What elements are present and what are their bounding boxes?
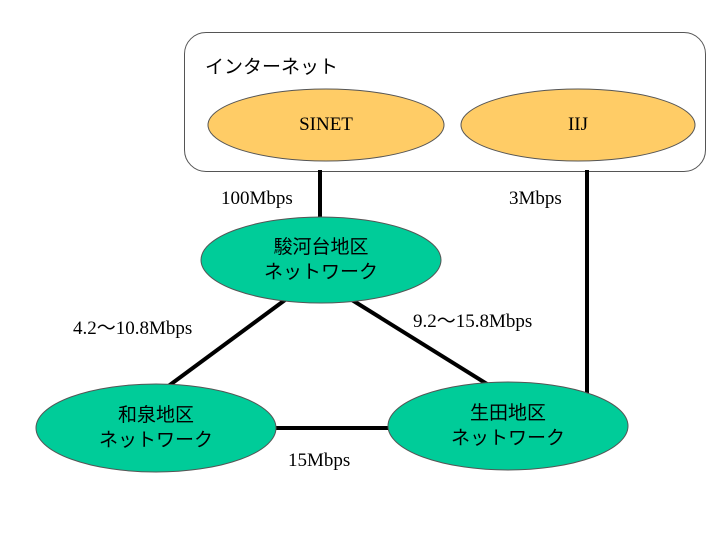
- surugadai-node: 駿河台地区 ネットワーク: [201, 217, 441, 303]
- sinet-label: SINET: [299, 113, 353, 135]
- iij-node: IIJ: [461, 89, 695, 161]
- ikuta-node-shape: [387, 381, 629, 471]
- sinet-node: SINET: [208, 89, 444, 161]
- bandwidth-iij-ikuta: 3Mbps: [509, 188, 562, 209]
- surugadai-name: 駿河台地区: [273, 236, 369, 259]
- ikuta-subtitle: ネットワーク: [450, 427, 565, 449]
- ikuta-node: 生田地区 ネットワーク: [388, 382, 628, 470]
- iij-node-shape: [460, 88, 696, 162]
- ikuta-name: 生田地区: [469, 402, 546, 425]
- izumi-node: 和泉地区 ネットワーク: [36, 384, 276, 472]
- izumi-name: 和泉地区: [117, 404, 194, 427]
- iij-label: IIJ: [567, 113, 589, 135]
- bandwidth-sinet-surugadai: 100Mbps: [221, 188, 293, 209]
- surugadai-subtitle: ネットワーク: [263, 261, 378, 283]
- internet-title: インターネット: [205, 56, 339, 78]
- bandwidth-izumi-ikuta: 15Mbps: [288, 450, 351, 471]
- link-surugadai-izumi: [161, 298, 287, 392]
- link-surugadai-ikuta: [350, 298, 489, 386]
- surugadai-node-shape: [200, 216, 442, 304]
- izumi-subtitle: ネットワーク: [98, 429, 213, 451]
- sinet-node-shape: [207, 88, 445, 162]
- izumi-node-shape: [35, 383, 277, 473]
- bandwidth-surugadai-ikuta: 9.2〜15.8Mbps: [413, 311, 533, 332]
- bandwidth-surugadai-izumi: 4.2〜10.8Mbps: [73, 318, 193, 339]
